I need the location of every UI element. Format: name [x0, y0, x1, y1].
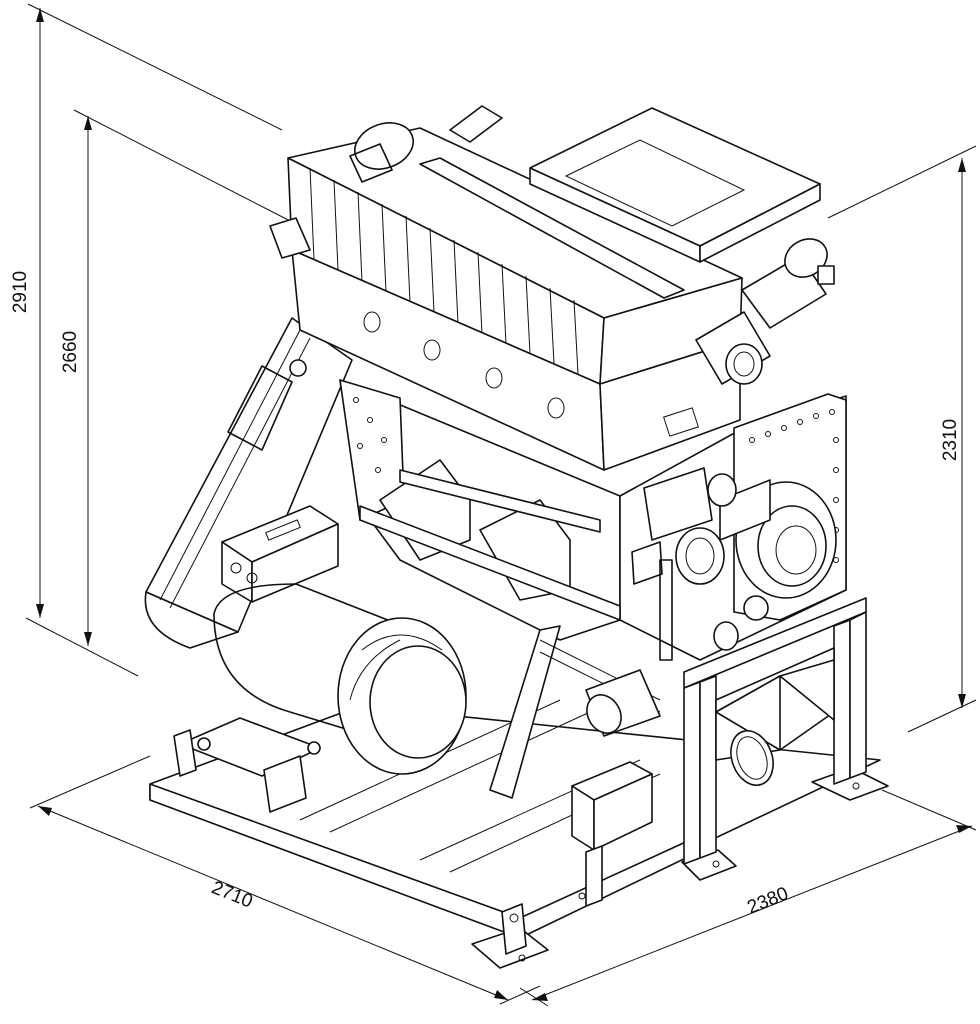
electrical-cabinet	[571, 761, 653, 907]
lid-motor-left	[269, 105, 503, 259]
top-cover-box	[529, 107, 821, 263]
bolt-holes	[353, 397, 839, 563]
dim-label-2910: 2910	[10, 271, 31, 313]
lid-motor-right	[695, 238, 835, 385]
dimension-2660: 2660	[60, 109, 301, 646]
hopper-lid	[287, 127, 743, 471]
gearbox-drive	[631, 467, 837, 661]
dim-label-2660: 2660	[60, 331, 81, 373]
lid-ribs	[309, 167, 579, 375]
dimension-2910: 2910	[10, 3, 283, 677]
frame-struts	[489, 625, 661, 799]
dimension-2310: 2310	[827, 145, 977, 733]
dim-label-2310: 2310	[940, 419, 961, 461]
dim-label-2380: 2380	[744, 883, 791, 918]
dim-label-2710: 2710	[209, 877, 256, 912]
support-stand	[683, 597, 867, 865]
main-electric-motor	[173, 505, 467, 813]
